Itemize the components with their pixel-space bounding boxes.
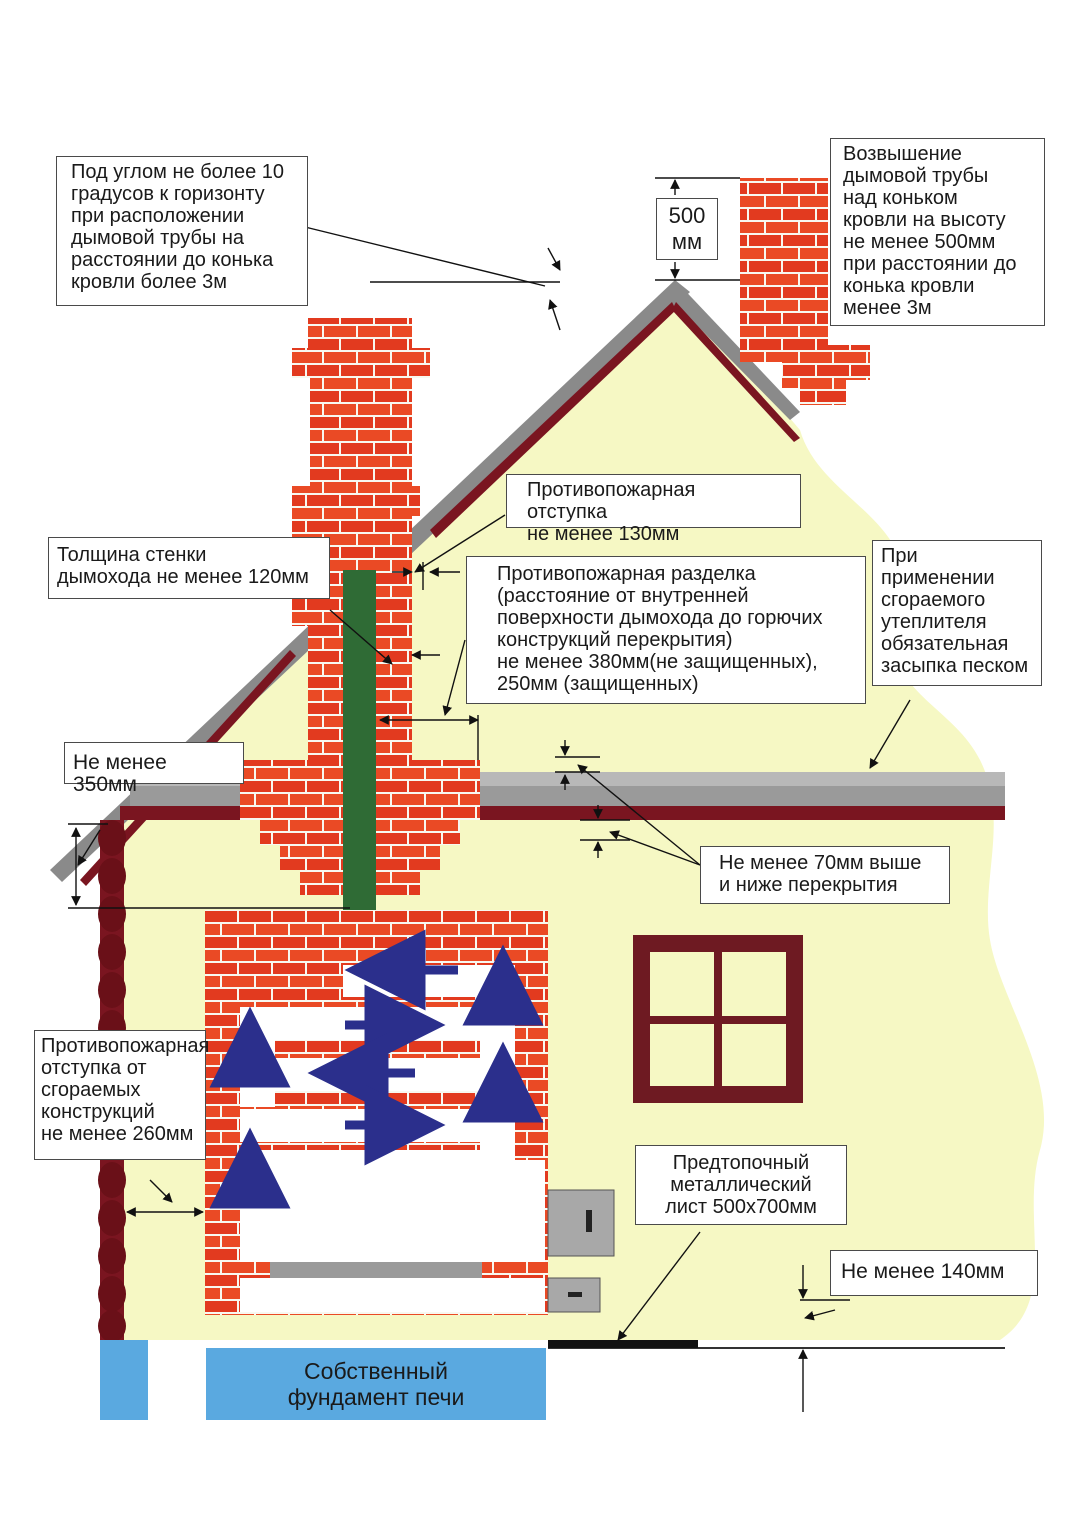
chimney-top	[308, 318, 412, 348]
dimension-lines	[68, 177, 911, 1412]
separation-label: Противопожарная разделка (расстояние от …	[466, 556, 866, 704]
chimney-height-note: Возвышение дымовой трубы над коньком кро…	[830, 138, 1045, 326]
insulation-label: При применении сгораемого утеплителя обя…	[872, 540, 1042, 686]
house-foundation	[100, 1340, 148, 1420]
foundation-label: Собственный фундамент печи	[287, 1358, 465, 1410]
angle-note-label: Под углом не более 10 градусов к горизон…	[56, 156, 308, 306]
roof-red-right	[672, 302, 800, 442]
chimney-cap2	[292, 486, 420, 516]
stove-foundation	[206, 1348, 546, 1420]
ridge-chimney	[740, 178, 870, 405]
chimney-cap	[292, 348, 430, 378]
gas-flow-arrows	[209, 929, 544, 1209]
fire-door	[547, 1189, 615, 1257]
pre-furnace-sheet-label: Предтопочный металлический лист 500х700м…	[635, 1145, 847, 1225]
side-offset-label: Противопожарная отступка от сгораемых ко…	[34, 1030, 209, 1160]
min-140-label: Не менее 140мм	[830, 1250, 1038, 1296]
grate	[270, 1262, 482, 1278]
chimney-upper	[310, 378, 412, 486]
flue-channel	[343, 570, 376, 915]
pre-furnace-plate	[548, 1340, 698, 1348]
min-350-label: Не менее 350мм	[64, 742, 244, 796]
window	[633, 935, 803, 1103]
roof-red-left2	[430, 302, 676, 538]
wall-thickness-label: Толщина стенки дымохода не менее 120мм	[48, 537, 330, 599]
roof-offset-label: Противопожарная отступка не менее 130мм	[506, 474, 801, 545]
roof-grey-right	[670, 280, 800, 420]
chimney-height-value: 500 мм	[656, 198, 718, 260]
min-70-label: Не менее 70мм выше и ниже перекрытия	[700, 846, 950, 904]
